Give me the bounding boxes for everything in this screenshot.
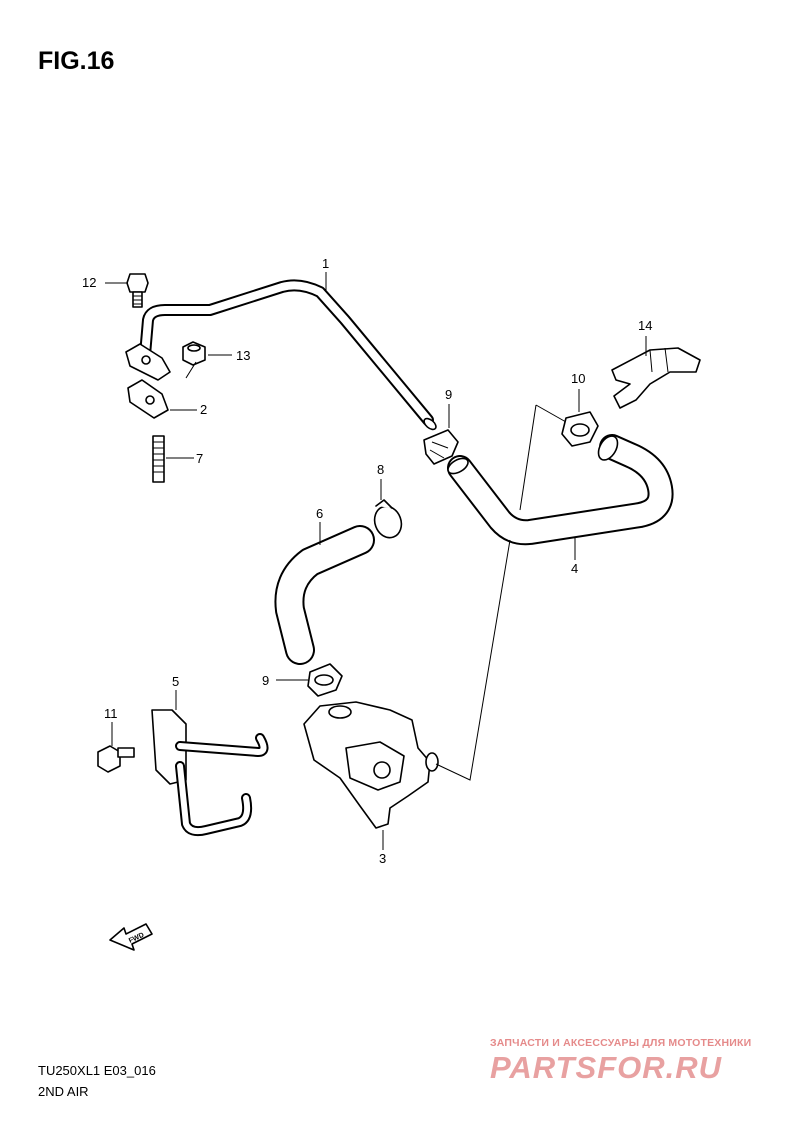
fwd-direction-arrow: FWD [109,923,153,951]
stud-part-7[interactable] [152,435,165,483]
callout-9-upper: 9 [445,387,452,402]
pipe-part-1[interactable] [139,279,438,431]
callout-14: 14 [638,318,652,333]
holder-part-14[interactable] [611,347,701,409]
valve-part-3[interactable] [303,539,511,829]
callout-7: 7 [196,451,203,466]
bracket-part-5[interactable] [151,709,269,837]
callout-9-lower: 9 [262,673,269,688]
callout-11: 11 [104,706,118,721]
figure-title: FIG.16 [38,47,115,75]
callout-2: 2 [200,402,207,417]
clamp-part-9-upper[interactable] [423,429,459,465]
callout-5: 5 [172,674,179,689]
hose-part-4[interactable] [445,404,674,546]
callout-10: 10 [571,371,585,386]
callout-1: 1 [322,256,329,271]
callout-12: 12 [82,275,96,290]
watermark-brand: PARTSFOR.RU [490,1050,723,1085]
watermark-tagline: ЗАПЧАСТИ И АКСЕССУАРЫ ДЛЯ МОТОТЕХНИКИ [490,1037,752,1049]
cap-part-8[interactable] [370,499,405,541]
callout-6: 6 [316,506,323,521]
model-code: TU250XL1 E03_016 [38,1063,156,1078]
clamp-part-10[interactable] [561,411,599,447]
callout-3: 3 [379,851,386,866]
bolt-part-12[interactable] [126,273,149,308]
hose-part-6[interactable] [274,525,375,665]
callout-4: 4 [571,561,578,576]
clamp-part-9-lower[interactable] [307,663,343,697]
callout-8: 8 [377,462,384,477]
gasket-part-2[interactable] [125,343,171,419]
callout-leaders [105,272,647,850]
bolt-part-11[interactable] [97,745,135,773]
nut-part-13[interactable] [182,341,206,366]
callout-13: 13 [236,348,250,363]
section-name: 2ND AIR [38,1084,89,1099]
